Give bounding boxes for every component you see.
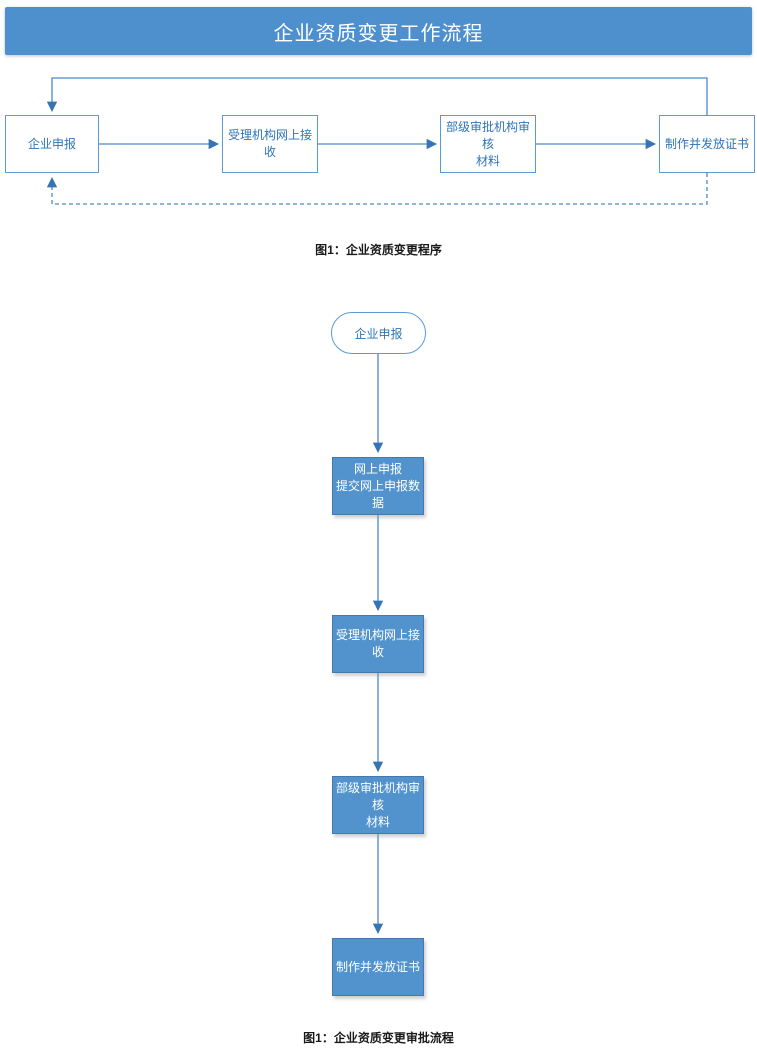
- node-label: 制作并发放证书: [335, 959, 420, 974]
- node-label: 网上申报: [353, 461, 402, 476]
- figure2-caption: 图1：企业资质变更审批流程: [303, 1031, 454, 1045]
- node-label: 受理机构网上接收: [227, 128, 312, 159]
- node-label: 制作并发放证书: [664, 136, 749, 151]
- node-enterprise-declaration: 企业申报: [5, 115, 99, 173]
- node-label: 部级审批机构审核: [445, 119, 530, 151]
- node-issue-certificate: 制作并发放证书: [659, 115, 755, 173]
- feedback-line-bottom-dashed: [46, 173, 708, 205]
- vnode-online-declaration: 网上申报 提交网上申报数据: [332, 457, 424, 515]
- node-label: 材料: [475, 153, 500, 168]
- page-title: 企业资质变更工作流程: [273, 22, 484, 45]
- node-online-acceptance: 受理机构网上接收: [222, 115, 318, 173]
- node-ministry-review: 部级审批机构审核 材料: [440, 115, 536, 173]
- node-label: 受理机构网上接收: [335, 628, 420, 659]
- vnode-online-acceptance: 受理机构网上接收: [332, 615, 424, 673]
- node-label: 企业申报: [27, 136, 76, 151]
- vnode-ministry-review: 部级审批机构审核 材料: [332, 776, 424, 834]
- figure1-caption: 图1：企业资质变更程序: [315, 243, 442, 257]
- node-label: 企业申报: [354, 326, 403, 341]
- node-label: 部级审批机构审核: [335, 780, 420, 812]
- vnode-issue-certificate: 制作并发放证书: [332, 938, 424, 996]
- vnode-start-enterprise-declaration: 企业申报: [331, 312, 426, 354]
- node-label: 材料: [365, 814, 390, 829]
- feedback-line-top: [46, 77, 708, 115]
- title-banner: 企业资质变更工作流程: [5, 7, 752, 55]
- node-label: 提交网上申报数据: [335, 478, 420, 510]
